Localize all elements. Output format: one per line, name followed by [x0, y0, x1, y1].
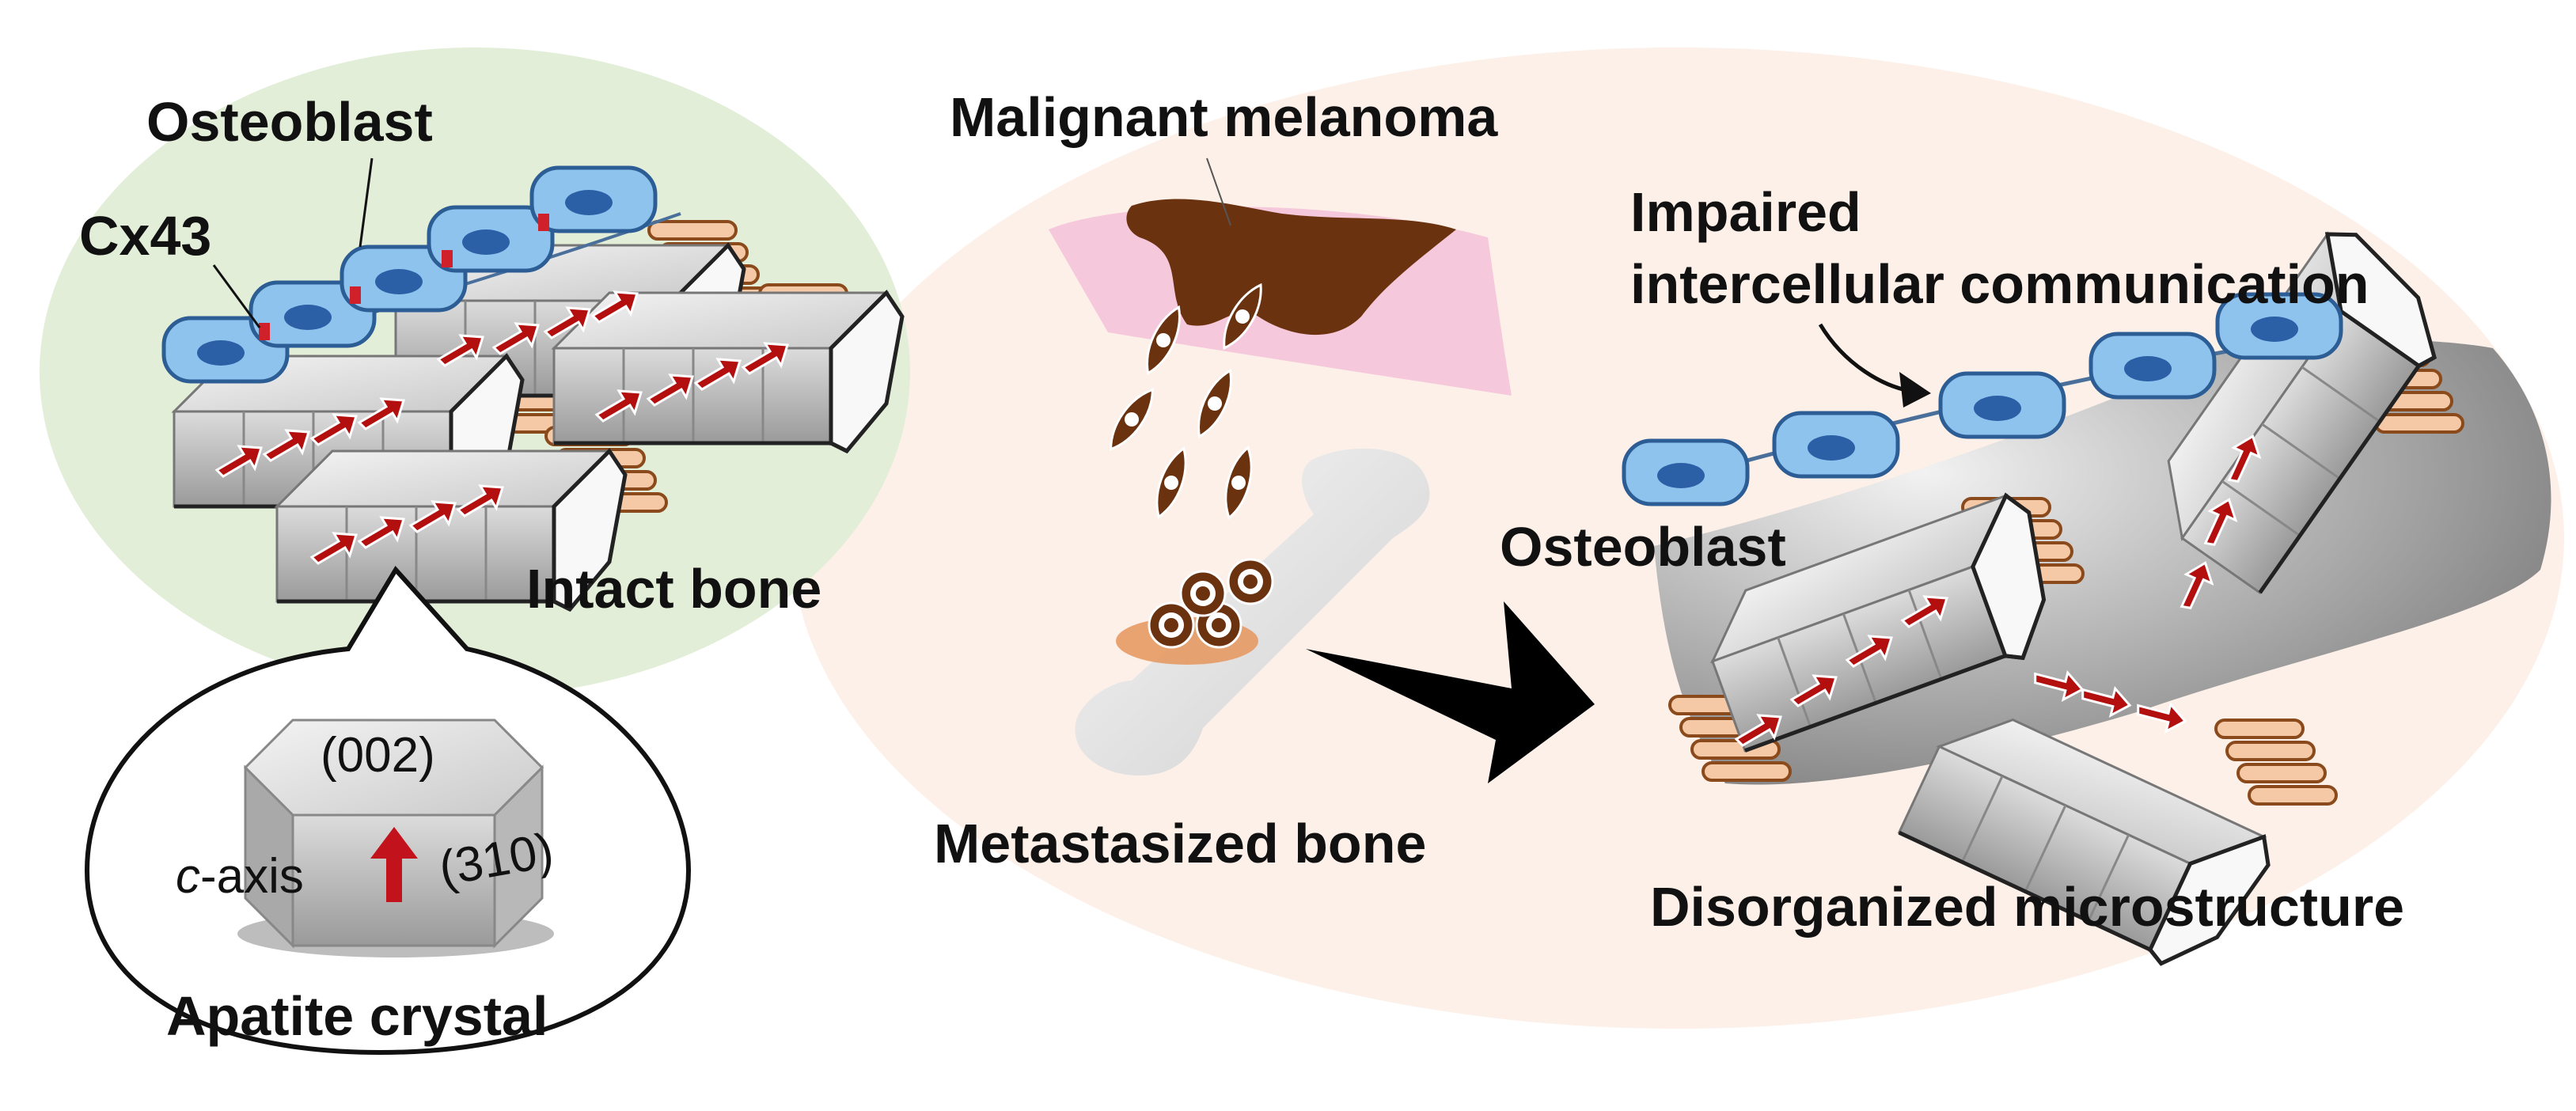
cx43-leader: [212, 264, 261, 328]
apatite-crystal-callout: [84, 565, 692, 1056]
osteoblast-label-left: Osteoblast: [146, 91, 433, 153]
intact-bone-illustration: [164, 157, 902, 609]
metastasized-microstructure: [1624, 222, 2551, 988]
malignant-melanoma-label: Malignant melanoma: [950, 86, 1498, 148]
apatite-crystal-label: Apatite crystal: [166, 985, 548, 1047]
impaired-label-line2: intercellular communication: [1630, 253, 2369, 315]
cx43-gap-junctions: [259, 214, 549, 340]
cx43-label: Cx43: [79, 205, 211, 267]
progression-arrow: [1306, 601, 1595, 783]
intact-bone-label: Intact bone: [526, 558, 821, 620]
impaired-label-line1: Impaired: [1630, 181, 1861, 243]
disorganized-microstructure-label: Disorganized microstructure: [1650, 876, 2404, 938]
metastasized-bone-label: Metastasized bone: [934, 813, 1426, 874]
melanoma-illustration: [1049, 157, 1512, 522]
metastasized-bone-illustration: [1075, 448, 1430, 775]
plane-002-label: (002): [321, 728, 435, 783]
c-axis-label: c-axis: [176, 849, 304, 904]
osteoblast-leader-left: [359, 157, 374, 248]
osteoblast-label-right: Osteoblast: [1500, 516, 1786, 578]
